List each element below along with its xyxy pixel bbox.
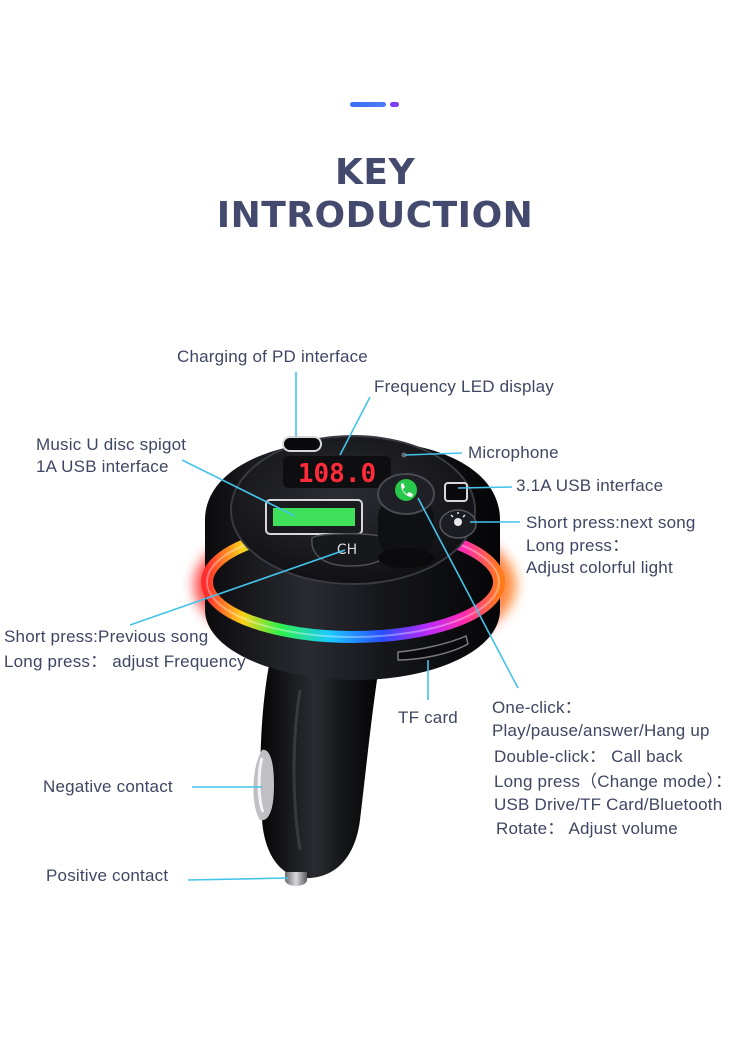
phone-icon xyxy=(401,483,413,497)
positive-contact-tip xyxy=(285,872,307,886)
tf-card-slot xyxy=(397,634,469,661)
label-next-song-2: Long press： xyxy=(526,536,630,555)
leader-usb-1a xyxy=(181,459,296,517)
label-ch-2: Long press： adjust Frequency xyxy=(4,652,246,671)
leader-knob xyxy=(417,497,519,689)
label-knob-1: One-click： xyxy=(492,698,582,717)
negative-contact-spring xyxy=(253,749,274,821)
ch-button-label: CH xyxy=(337,542,357,558)
label-next-song-3: Adjust colorful light xyxy=(526,558,673,577)
label-knob-6: Rotate： Adjust volume xyxy=(496,819,678,838)
label-negative-contact: Negative contact xyxy=(43,777,173,796)
label-knob-5: USB Drive/TF Card/Bluetooth xyxy=(494,795,723,814)
label-frequency-display: Frequency LED display xyxy=(374,377,554,396)
label-music-u-disc-1: Music U disc spigot xyxy=(36,435,187,454)
usb-31a-port xyxy=(444,482,468,502)
usb-1a-port xyxy=(265,499,363,535)
header-accent-dot xyxy=(390,102,399,107)
label-pd-interface: Charging of PD interface xyxy=(177,347,368,366)
page-title-line2: INTRODUCTION xyxy=(216,195,534,236)
label-ch-1: Short press:Previous song xyxy=(4,627,209,646)
leader-positive xyxy=(187,877,289,881)
leader-lines xyxy=(129,372,520,881)
label-positive-contact: Positive contact xyxy=(46,866,169,885)
label-usb-31a: 3.1A USB interface xyxy=(516,476,664,495)
leader-display xyxy=(339,396,371,456)
leader-usb-31a xyxy=(457,486,513,489)
label-next-song-1: Short press:next song xyxy=(526,513,696,532)
label-microphone: Microphone xyxy=(468,443,559,462)
display-reading: 108.0 xyxy=(298,459,376,489)
label-tf-card: TF card xyxy=(398,708,458,727)
control-knob[interactable] xyxy=(377,473,435,568)
label-knob-3: Double-click： Call back xyxy=(494,747,683,766)
label-music-u-disc-2: 1A USB interface xyxy=(36,457,169,476)
pd-type-c-port xyxy=(282,436,322,452)
page-title-line1: KEY xyxy=(334,152,416,193)
leader-ch-button xyxy=(129,549,346,626)
microphone-hole xyxy=(401,452,407,458)
light-button[interactable] xyxy=(439,509,477,539)
header-accent-bar xyxy=(350,102,386,107)
label-knob-4: Long press（Change mode）： xyxy=(494,772,733,791)
label-knob-2: Play/pause/answer/Hang up xyxy=(492,721,710,740)
charger-stem xyxy=(260,660,380,879)
frequency-display: 108.0 xyxy=(283,456,391,489)
leader-microphone xyxy=(404,452,463,456)
